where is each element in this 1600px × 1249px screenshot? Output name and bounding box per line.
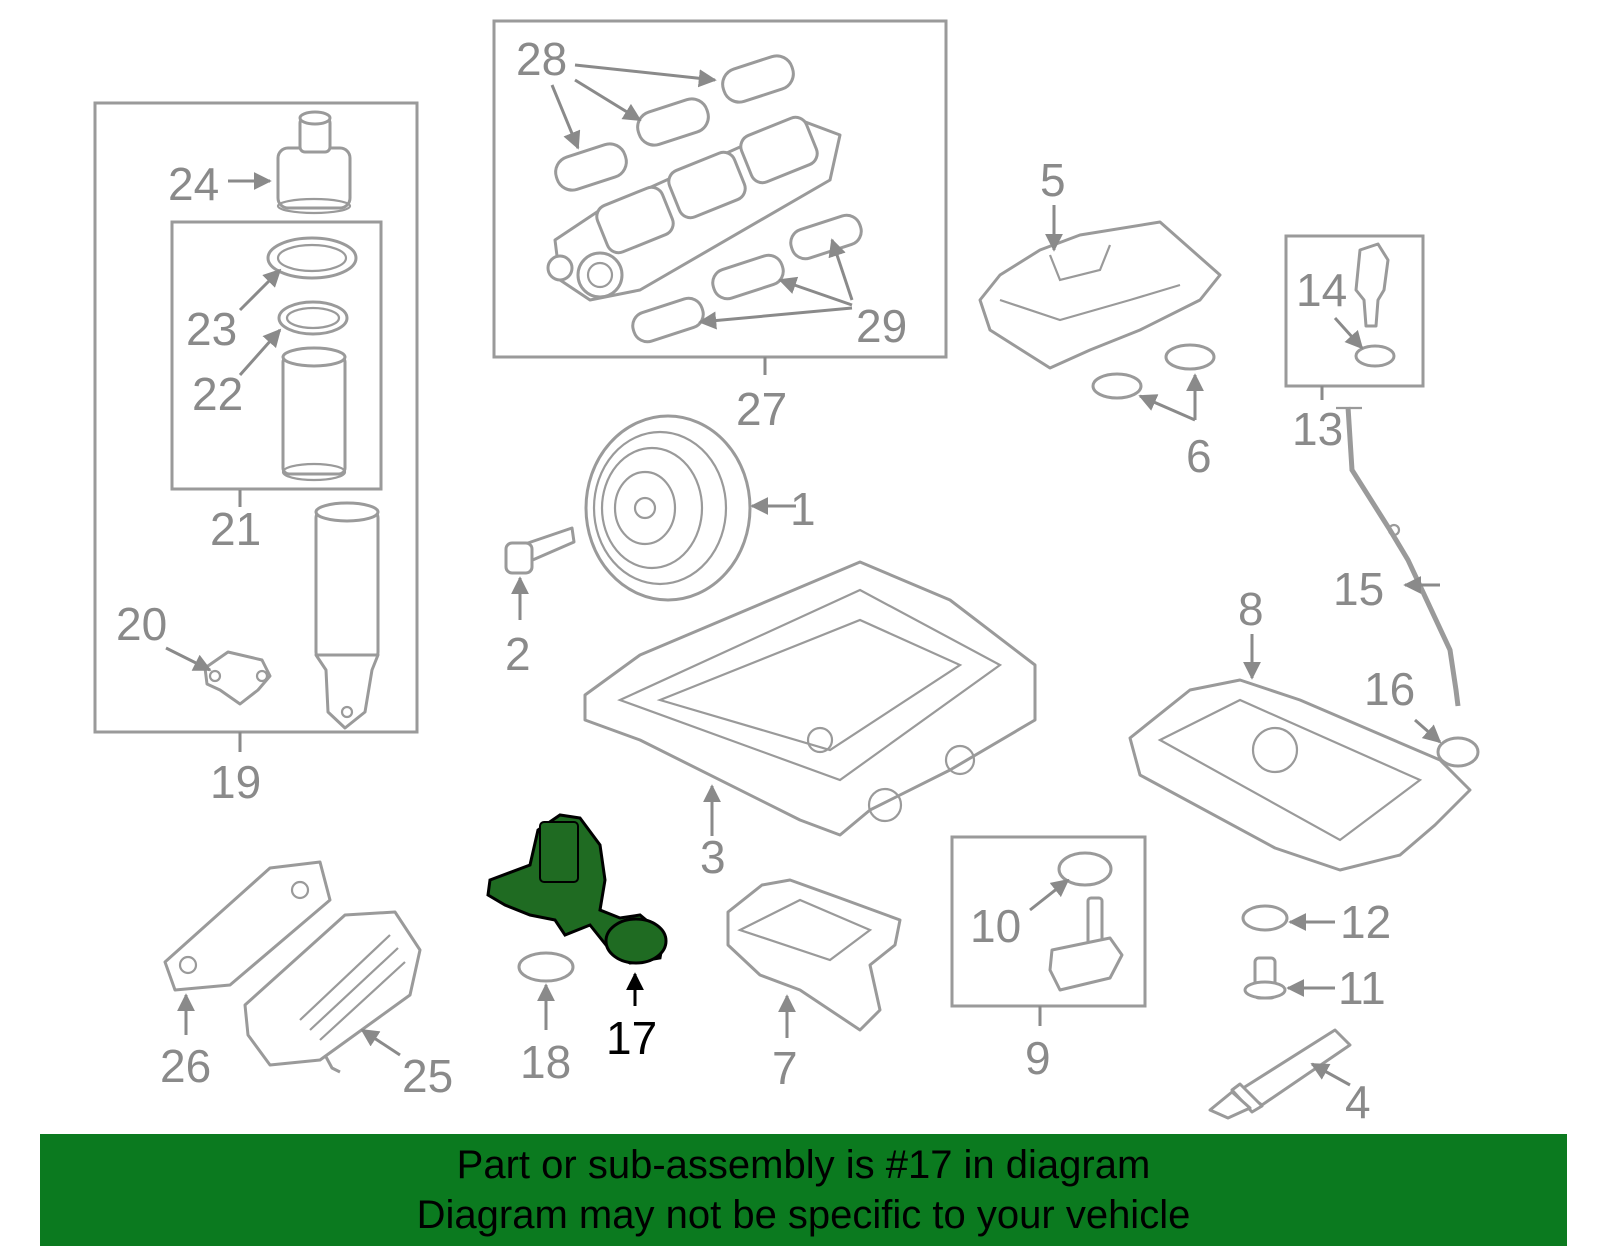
callout-4: 4 [1345,1076,1371,1128]
callout-8: 8 [1238,583,1264,635]
callout-14: 14 [1296,264,1347,316]
part-washer-12 [1241,904,1289,932]
part-o-ring-16 [1436,736,1480,768]
part-filter-housing [314,501,380,730]
part-oil-filter-cap [276,110,352,215]
part-drain-plug-11 [1243,956,1287,1000]
callout-26: 26 [160,1040,211,1092]
callout-numbers: 24 23 22 21 20 19 28 29 27 5 6 14 13 1 2… [116,33,1415,1128]
callout-16: 16 [1364,663,1415,715]
leader-lines [165,63,1442,1087]
banner-line-2: Diagram may not be specific to your vehi… [416,1193,1191,1237]
callout-9: 9 [1025,1032,1051,1084]
callout-15: 15 [1333,563,1384,615]
callout-7: 7 [772,1042,798,1094]
part-crankshaft-pulley [584,414,752,602]
part-filter-element [281,346,347,482]
callout-21: 21 [210,503,261,555]
part-gaskets-29 [631,213,863,344]
part-dipstick-handle [1354,242,1390,328]
callout-18: 18 [520,1036,571,1088]
banner-line-1: Part or sub-assembly is #17 in diagram [456,1143,1151,1187]
callout-3: 3 [700,831,726,883]
group-box-13 [1284,234,1425,388]
group-box-21 [170,220,383,491]
part-oil-pump-highlighted[interactable] [486,813,668,965]
callout-20: 20 [116,598,167,650]
part-bolt-2 [504,526,576,575]
callout-19: 19 [210,756,261,808]
callout-10: 10 [970,900,1021,952]
part-dipstick-tube [1345,406,1461,707]
callout-24: 24 [168,158,219,210]
part-gasket-20 [203,650,272,706]
part-oil-pan-lower [1128,678,1472,872]
group-box-9 [950,835,1147,1008]
callout-27: 27 [736,383,787,435]
part-o-ring-18 [517,951,575,983]
part-seal-ring-22 [277,300,349,336]
callout-11: 11 [1338,962,1386,1014]
part-seal-ring-6a [1164,343,1216,371]
callout-6: 6 [1186,430,1212,482]
part-cover-5 [978,220,1222,370]
callout-1: 1 [790,483,816,535]
callout-25: 25 [402,1050,453,1102]
part-gasket-26 [163,860,332,992]
callout-23: 23 [186,303,237,355]
callout-12: 12 [1340,896,1391,948]
callout-28: 28 [516,33,567,85]
part-gaskets-28 [554,54,795,192]
part-intake-manifold [546,115,842,302]
info-banner: Part or sub-assembly is #17 in diagram D… [40,1134,1567,1246]
group-box-27 [492,19,948,359]
group-box-19 [93,101,419,734]
part-oil-pan-upper [583,560,1037,837]
part-oil-cooler [243,910,422,1074]
callout-29: 29 [856,300,907,352]
part-sealant-tube-4 [1208,1028,1352,1120]
callout-22: 22 [192,368,243,420]
part-o-ring-10 [1057,851,1113,887]
part-oil-level-sensor [1048,896,1124,992]
callout-2: 2 [505,628,531,680]
callout-17: 17 [606,1012,657,1064]
callout-13: 13 [1292,403,1343,455]
part-o-ring-14 [1354,344,1396,368]
part-seal-ring-6b [1091,372,1143,400]
callout-5: 5 [1040,154,1066,206]
part-baffle-7 [726,878,902,1032]
